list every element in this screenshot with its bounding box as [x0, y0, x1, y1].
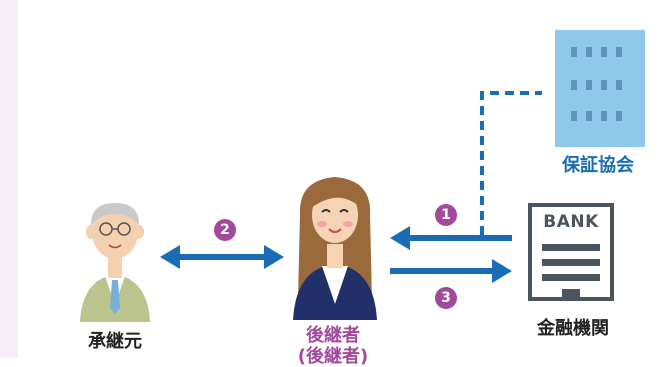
financial-institution-label: 金融機関 [537, 318, 609, 339]
left-margin-band [0, 0, 18, 358]
guarantee-association-building-icon [555, 30, 645, 147]
arrow-predecessor-successor [160, 245, 284, 269]
successor-label-main: 後継者 [306, 325, 360, 346]
bank-building-icon [528, 203, 614, 301]
guarantee-link-dashed-line [480, 91, 542, 235]
relationship-diagram [80, 30, 645, 322]
step-3-badge: 3 [435, 287, 457, 309]
successor-person-illustration [293, 177, 377, 320]
predecessor-label: 承継元 [88, 331, 142, 352]
bank-sign-text: BANK [543, 212, 599, 232]
step-1-badge: 1 [435, 204, 457, 226]
predecessor-person-illustration [80, 203, 150, 322]
step-2-badge: 2 [214, 219, 236, 241]
arrow-bank-to-successor [390, 226, 512, 250]
successor-label: 後継者 (後継者) [278, 325, 388, 367]
successor-label-sub: (後継者) [297, 346, 369, 367]
arrow-successor-to-bank [390, 259, 512, 283]
guarantee-association-label: 保証協会 [562, 155, 634, 176]
